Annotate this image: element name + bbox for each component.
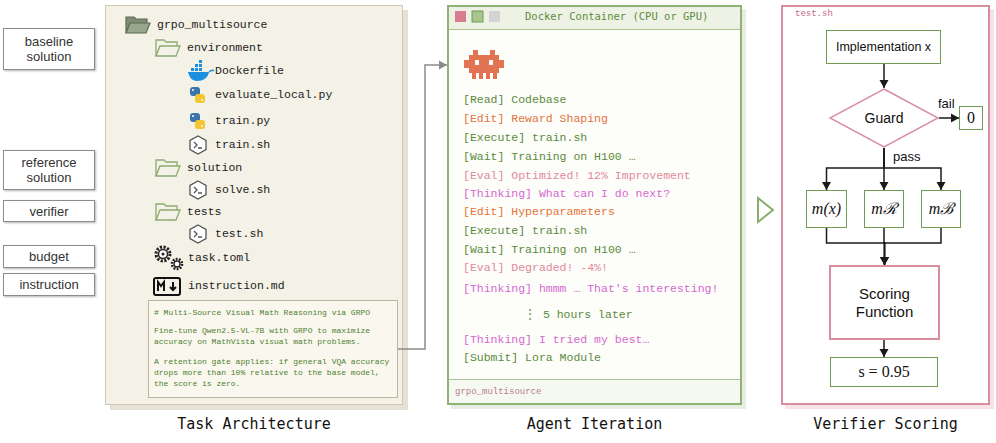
result-box: 0: [959, 106, 983, 130]
box-label: Scoring Function: [831, 285, 938, 321]
log-line: [Submit] Lora Module: [463, 350, 601, 366]
log-line: [Wait] Training on H100 …: [463, 149, 636, 165]
file-name: solution: [187, 160, 242, 176]
metric-box: m(x): [806, 190, 847, 228]
metric-box: mℛ: [864, 190, 904, 228]
edge-label: fail: [938, 96, 955, 112]
box-label: Guard: [865, 110, 904, 126]
role-label-box: verifier: [3, 200, 95, 222]
edge-label: pass: [893, 149, 920, 165]
role-label: budget: [29, 249, 69, 264]
box-label: Implementation x: [836, 40, 931, 55]
file-name: Dockerfile: [215, 63, 284, 79]
scoring-box: Scoring Function: [829, 265, 940, 340]
score-box: s = 0.95: [830, 357, 938, 387]
file-name: task.toml: [188, 250, 250, 266]
metric-box: mℬ: [921, 190, 961, 228]
arrow-head: [439, 61, 447, 70]
log-line: [Edit] Hyperparameters: [463, 204, 615, 220]
role-label: baseline solution: [4, 34, 94, 64]
box-label: 0: [967, 109, 975, 127]
file-name: test.sh: [215, 226, 263, 242]
file-tag: test.sh: [795, 8, 833, 20]
process-box: Implementation x: [826, 30, 941, 64]
instruction-text: Fine-tune Qwen2.5-VL-7B with GRPO to max…: [154, 325, 394, 347]
role-label: verifier: [29, 204, 68, 219]
log-line: [Execute] train.sh: [463, 223, 587, 239]
panel-caption: Task Architecture: [105, 414, 403, 434]
log-line: ⋮ 5 hours later: [524, 307, 633, 323]
log-line: [Wait] Training on H100 …: [463, 242, 636, 258]
box-label: mℬ: [929, 200, 954, 218]
role-label-box: instruction: [3, 273, 95, 296]
decision-diamond: Guard: [829, 88, 939, 148]
task-panel: grpo_multisource environmentDockerfile eva…: [105, 5, 403, 405]
instruction-text: # Multi-Source Visual Math Reasoning via…: [154, 307, 394, 318]
diamond-shape: [830, 89, 938, 147]
file-name: train.py: [215, 113, 270, 129]
file-name: evaluate_local.py: [215, 87, 332, 103]
role-label: instruction: [19, 277, 78, 292]
file-name: grpo_multisource: [157, 17, 267, 33]
file-name: environment: [187, 40, 263, 56]
log-line: [Eval] Degraded! -4%!: [463, 260, 608, 276]
role-label-box: budget: [3, 245, 95, 268]
log-line: [Read] Codebase: [463, 92, 567, 108]
window-title: Docker Container (CPU or GPU): [525, 9, 708, 23]
log-line: [Edit] Reward Shaping: [463, 111, 608, 127]
log-line: [Thinking] I tried my best…: [463, 332, 649, 348]
instruction-box: # Multi-Source Visual Math Reasoning via…: [148, 300, 398, 398]
file-name: tests: [187, 204, 222, 220]
file-name: solve.sh: [215, 182, 270, 198]
instruction-text: A retention gate applies: if general VQA…: [154, 356, 394, 389]
connector: [398, 61, 447, 350]
panel-caption: Agent Iteration: [447, 414, 742, 434]
log-line: [Thinking] What can I do next?: [463, 186, 670, 202]
file-name: instruction.md: [188, 278, 285, 294]
window-footer: grpo_multisource: [455, 386, 541, 398]
container-window: Docker Container (CPU or GPU) [Read] Code…: [447, 5, 742, 405]
role-label: reference solution: [4, 155, 94, 185]
box-label: mℛ: [871, 200, 897, 218]
connector-line: [398, 65, 447, 349]
panel-caption: Verifier Scoring: [781, 414, 990, 434]
verifier-panel: test.shVerifier ScoringImplementation xG…: [781, 5, 990, 405]
log-line: [Thinking] hmmm … That's interesting!: [463, 281, 718, 297]
log-line: [Execute] train.sh: [463, 130, 587, 146]
box-label: m(x): [812, 200, 841, 218]
role-label-box: reference solution: [3, 150, 95, 190]
log-line: [Eval] Optimized! 12% Improvement: [463, 168, 691, 184]
flow-triangle: [758, 198, 773, 222]
box-label: s = 0.95: [858, 363, 909, 381]
role-label-box: baseline solution: [3, 28, 95, 70]
file-name: train.sh: [215, 137, 270, 153]
